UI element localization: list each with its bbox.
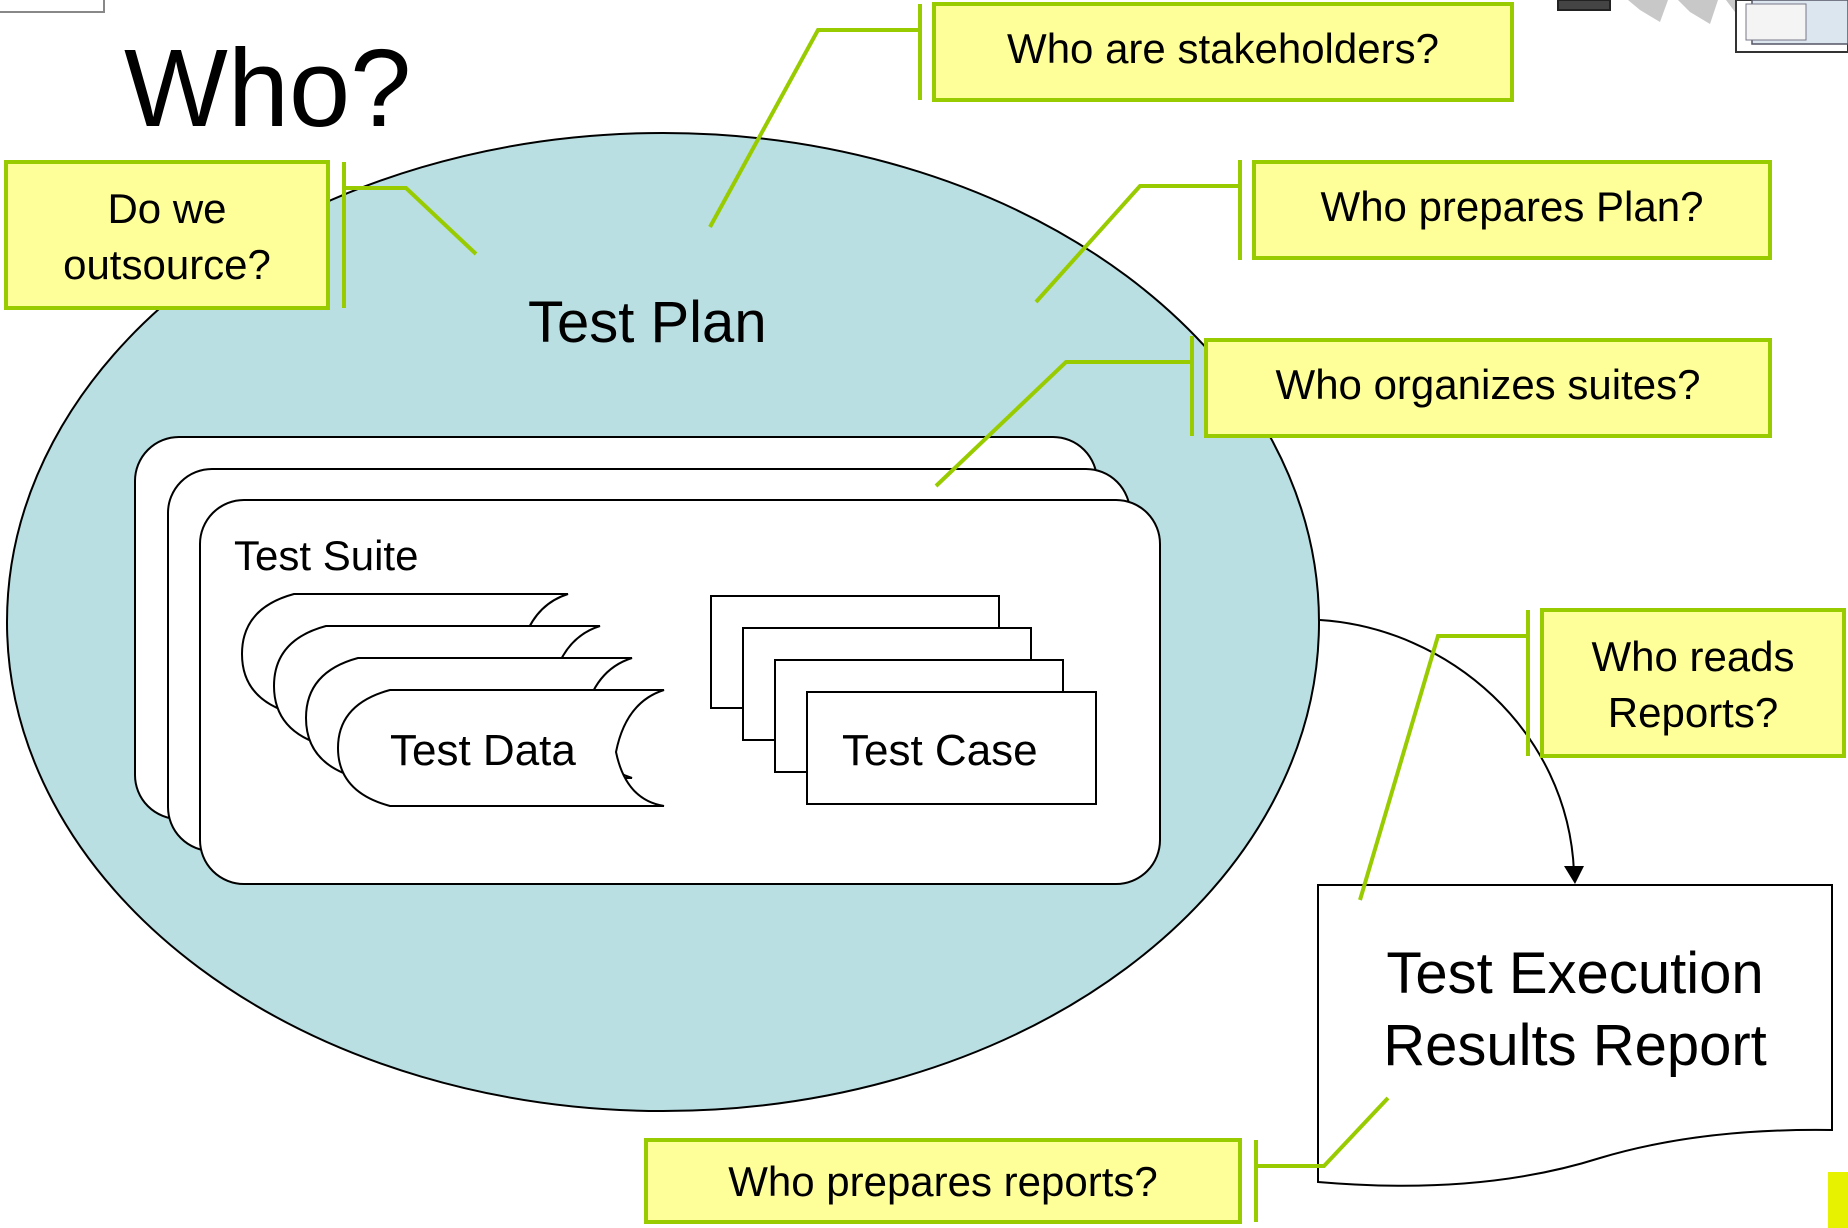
test-case-stack — [710, 595, 1097, 805]
callout-organizes-suites: Who organizes suites? — [934, 336, 1772, 488]
callout-stakeholders-text: Who are stakeholders? — [1007, 25, 1439, 72]
report-document — [1317, 884, 1833, 1187]
test-data-stack — [240, 593, 665, 807]
report-label-line1: Test Execution — [1386, 941, 1763, 1006]
corner-accent — [1828, 1172, 1848, 1228]
test-case-box — [806, 691, 1097, 805]
cycle-arrows-icon — [1557, 0, 1742, 24]
test-data-label: Test Data — [390, 726, 576, 775]
test-case-label: Test Case — [842, 726, 1038, 775]
document-stack-icon — [1735, 0, 1848, 53]
callout-prepares-plan: Who prepares Plan? — [1034, 160, 1772, 304]
callout-reads-line2: Reports? — [1608, 689, 1778, 736]
corner-frame — [0, 0, 105, 13]
callout-outsource-line2: outsource? — [63, 241, 271, 288]
callout-prepares-reports: Who prepares reports? — [644, 1096, 1390, 1224]
arrowhead — [1564, 866, 1584, 884]
callout-stakeholders: Who are stakeholders? — [708, 2, 1514, 228]
callout-reads-line1: Who reads — [1591, 633, 1794, 680]
test-data-shape — [336, 689, 665, 807]
callout-organizes-suites-text: Who organizes suites? — [1276, 361, 1701, 408]
callout-reads-reports: Who reads Reports? — [1358, 608, 1846, 901]
test-suite-label: Test Suite — [234, 532, 418, 579]
callout-prepares-reports-text: Who prepares reports? — [728, 1158, 1158, 1205]
callout-outsource-line1: Do we — [107, 185, 226, 232]
test-plan-label: Test Plan — [528, 290, 767, 355]
plan-to-report-arrow — [1319, 619, 1575, 873]
page-title: Who? — [124, 27, 411, 150]
callout-outsource: Do we outsource? — [4, 160, 478, 310]
report-label-line2: Results Report — [1383, 1013, 1767, 1078]
callout-prepares-plan-text: Who prepares Plan? — [1321, 183, 1704, 230]
